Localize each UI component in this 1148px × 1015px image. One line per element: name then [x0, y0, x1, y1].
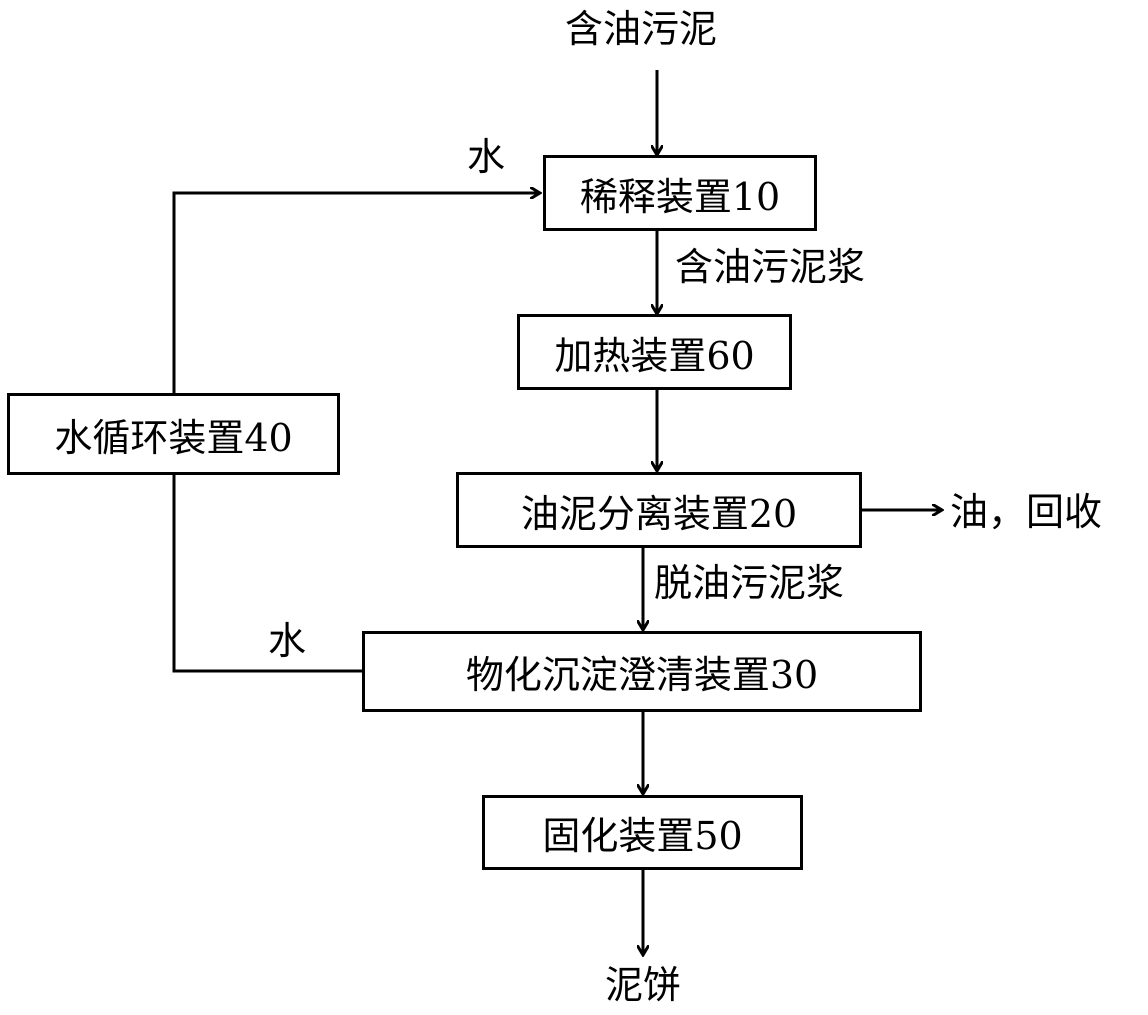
water-out-label: 水 — [268, 619, 307, 663]
arrow-water-cycle-to-dilution — [172, 193, 540, 393]
sedimentation-device-box: 物化沉淀澄清装置30 — [362, 631, 922, 712]
dilution-device-box: 稀释装置10 — [543, 155, 817, 231]
deoiled-slurry-label: 脱油污泥浆 — [654, 561, 845, 605]
oil-separation-device-box: 油泥分离装置20 — [456, 472, 862, 548]
line-sedimentation-to-water-cycle — [172, 475, 362, 673]
solidification-device-box: 固化装置50 — [482, 795, 803, 870]
output-label: 泥饼 — [605, 963, 682, 1007]
water-in-label: 水 — [467, 135, 506, 179]
sludge-slurry-label: 含油污泥浆 — [675, 245, 866, 289]
water-cycle-device-box: 水循环装置40 — [7, 393, 340, 475]
oil-recovery-label: 油，回收 — [950, 490, 1103, 534]
heating-device-box: 加热装置60 — [517, 314, 792, 390]
input-label: 含油污泥 — [565, 7, 718, 51]
